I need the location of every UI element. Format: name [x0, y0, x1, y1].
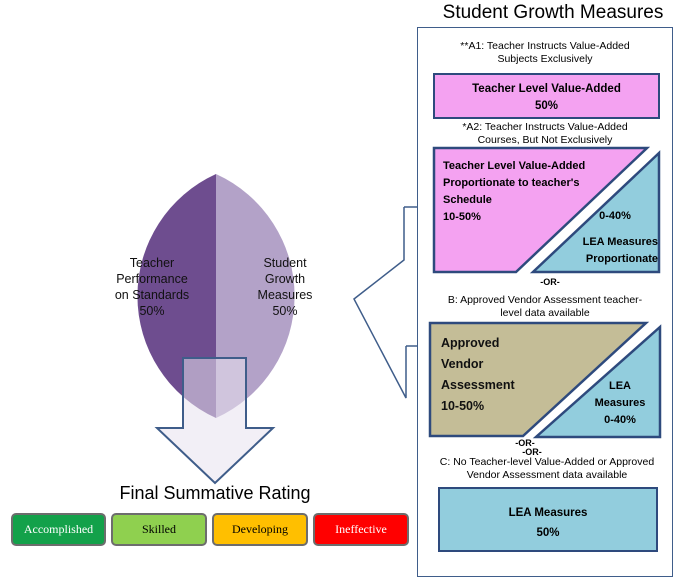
a2-right-line1: LEA Measures [582, 236, 658, 248]
a2-left-line2: Proportionate to teacher's [443, 177, 580, 189]
a1-box-title: Teacher Level Value-Added [472, 83, 621, 95]
pie-left-label: Teacher Performance on Standards 50% [92, 255, 212, 319]
b-right-line2: Measures [594, 397, 646, 409]
b-left-line2: Vendor [441, 357, 484, 371]
b-right-text: LEA Measures 0-40% [580, 378, 660, 429]
a2-left-text: Teacher Level Value-Added Proportionate … [443, 158, 643, 226]
b-left-line4: 10-50% [441, 399, 485, 413]
a2-note: *A2: Teacher Instructs Value-Added Cours… [462, 121, 628, 146]
pie-left-line1: Teacher [129, 256, 175, 270]
student-growth-panel [417, 27, 673, 577]
connector-line [353, 207, 407, 399]
b-left-line1: Approved [441, 336, 500, 350]
a1-note: **A1: Teacher Instructs Value-Added Subj… [460, 40, 630, 65]
pie-left-line4: 50% [139, 304, 165, 318]
pie-right-line3: Measures [257, 288, 313, 302]
or-1: -OR- [540, 277, 560, 287]
b-left-line3: Assessment [441, 378, 515, 392]
b-right-line3: 0-40% [604, 414, 636, 426]
c-box-title: LEA Measures [508, 507, 588, 519]
pie-right-line4: 50% [272, 304, 298, 318]
final-rating-title: Final Summative Rating [119, 483, 311, 503]
pie-right-line2: Growth [264, 272, 306, 286]
down-arrow-icon [154, 357, 276, 485]
a2-left-line4: 10-50% [443, 211, 481, 223]
pie-left-line3: on Standards [114, 288, 190, 302]
a1-box: Teacher Level Value-Added 50% [433, 73, 660, 119]
b-note: B: Approved Vendor Assessment teacher-le… [447, 294, 643, 319]
pie-right-label: Student Growth Measures 50% [230, 255, 340, 319]
rating-ineffective: Ineffective [313, 513, 409, 546]
b-left-triangle [428, 321, 650, 438]
a2-left-line3: Schedule [443, 194, 492, 206]
panel-title: Student Growth Measures [442, 2, 664, 23]
c-note: C: No Teacher-level Value-Added or Appro… [439, 456, 655, 481]
c-box-value: 50% [536, 527, 560, 539]
b-left-text: Approved Vendor Assessment 10-50% [441, 333, 561, 417]
a2-right-line2: Proportionate [585, 253, 658, 265]
a2-left-line1: Teacher Level Value-Added [443, 160, 586, 172]
or-2a: -OR- [515, 438, 535, 448]
pie-right-line1: Student [263, 256, 307, 270]
a1-box-value: 50% [534, 100, 559, 112]
c-box: LEA Measures 50% [438, 487, 658, 552]
b-right-triangle [532, 324, 662, 439]
or-2b: -OR- [522, 447, 542, 457]
b-right-line1: LEA [609, 380, 631, 392]
rating-developing: Developing [212, 513, 308, 546]
rating-skilled: Skilled [111, 513, 207, 546]
a2-right-range: 0-40% [599, 210, 631, 222]
a2-right-triangle [529, 150, 661, 274]
a2-left-triangle [432, 146, 651, 274]
rating-accomplished: Accomplished [11, 513, 106, 546]
pie-left-line2: Performance [116, 272, 188, 286]
a2-right-text: LEA Measures Proportionate [560, 234, 658, 268]
